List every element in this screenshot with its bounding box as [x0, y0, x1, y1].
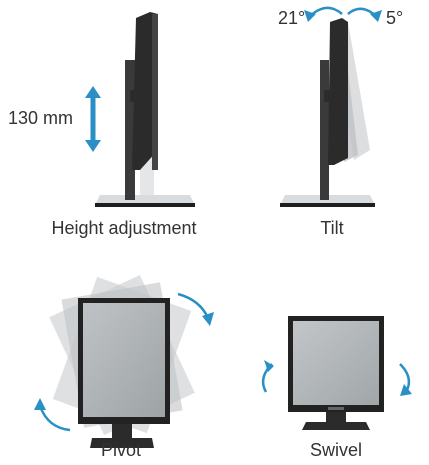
tilt-forward-arrow-icon	[370, 10, 382, 22]
tilt-panel: 21° 5° Tilt	[230, 0, 429, 250]
monitor-hinge	[324, 90, 346, 102]
tilt-back-arrow-icon	[304, 10, 316, 22]
stand-base	[90, 438, 154, 448]
monitor-back	[152, 14, 158, 170]
swivel-panel: Swivel	[230, 270, 429, 465]
height-adjustment-illustration	[85, 12, 195, 207]
pivot-arrow-top-icon	[202, 312, 214, 326]
pivot-illustration	[34, 274, 214, 448]
tilt-back-angle: 21°	[278, 8, 306, 28]
monitor-logo	[328, 407, 344, 410]
tilt-caption: Tilt	[320, 218, 344, 238]
stand-neck	[326, 412, 346, 424]
height-measure-label: 130 mm	[8, 108, 74, 128]
pivot-panel: Pivot	[0, 270, 230, 465]
monitor-screen	[293, 321, 379, 405]
monitor-hinge	[130, 90, 152, 102]
pivot-caption: Pivot	[100, 440, 142, 460]
tilt-forward-angle: 5°	[386, 8, 404, 28]
stand-base-edge	[280, 203, 375, 207]
stand-column	[320, 60, 329, 200]
swivel-illustration	[261, 316, 412, 430]
stand-column	[125, 60, 135, 200]
height-arrow-up-icon	[85, 86, 101, 98]
height-arrow-down-icon	[85, 140, 101, 152]
stand-base	[302, 422, 370, 430]
pivot-arrow-bottom-icon	[34, 398, 46, 410]
swivel-arrow-left-icon	[264, 360, 274, 372]
swivel-caption: Swivel	[309, 440, 362, 460]
tilt-illustration	[280, 6, 382, 207]
monitor-screen	[83, 303, 165, 417]
height-adjustment-caption: Height adjustment	[51, 218, 197, 238]
stand-neck	[112, 420, 132, 440]
stand-base	[95, 195, 195, 205]
height-adjustment-panel: 130 mm Height adjustment	[0, 0, 220, 250]
stand-base-edge	[95, 203, 195, 207]
swivel-arrow-right-icon	[400, 384, 412, 396]
